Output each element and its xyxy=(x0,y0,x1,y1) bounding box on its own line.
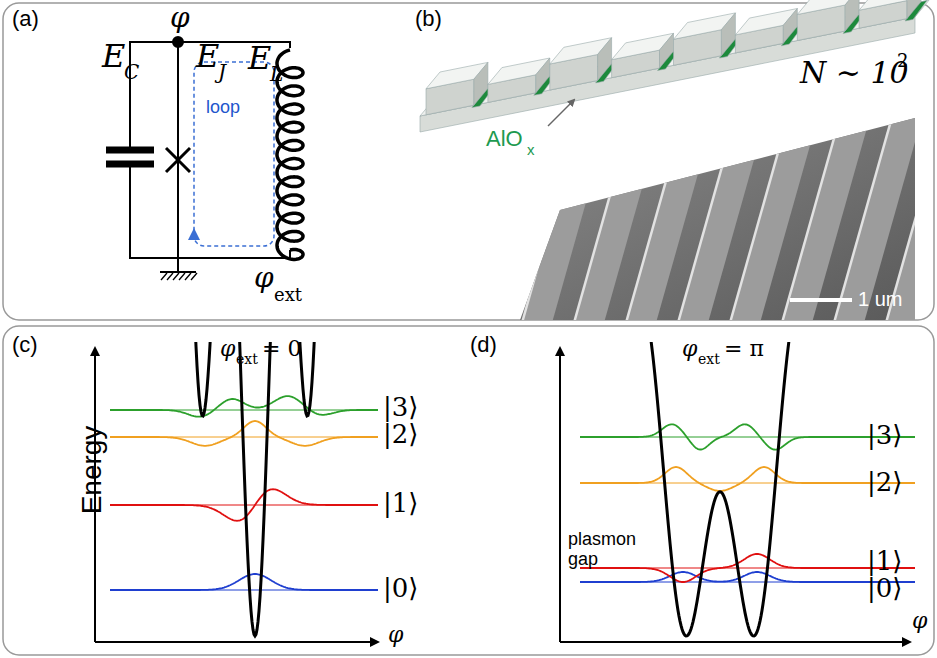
label: φ xyxy=(220,338,235,360)
label: |1⟩ xyxy=(383,490,418,516)
render-face xyxy=(420,17,915,132)
label: (a) xyxy=(12,8,39,30)
label: φ xyxy=(170,4,190,32)
label: |2⟩ xyxy=(383,421,418,447)
potential-curve xyxy=(110,342,395,636)
axes xyxy=(95,348,910,642)
label: N ∼ 10 xyxy=(800,58,909,88)
render-face xyxy=(783,9,797,44)
sem-edge xyxy=(624,110,686,330)
label: AlO xyxy=(486,128,523,150)
stroke xyxy=(179,273,185,280)
potential-curve xyxy=(580,342,860,636)
label: φ xyxy=(912,610,927,632)
junction-array-render xyxy=(420,0,929,132)
sem-edge xyxy=(676,110,738,330)
sem-edge xyxy=(520,110,582,330)
stroke xyxy=(167,273,173,280)
render-face xyxy=(536,58,550,93)
wavefunction xyxy=(580,467,915,491)
sem-ridge xyxy=(936,110,937,330)
label: C xyxy=(124,62,139,82)
render-face xyxy=(845,0,859,31)
label: φ xyxy=(388,624,403,646)
render-face xyxy=(660,33,674,68)
label: E xyxy=(196,40,219,72)
label: Energy xyxy=(78,425,106,514)
render-face xyxy=(598,38,612,81)
label: φ xyxy=(254,264,274,292)
label: J xyxy=(218,62,226,82)
scale-bar xyxy=(790,298,852,302)
label: |2⟩ xyxy=(867,469,902,495)
label: x xyxy=(527,142,535,157)
sem-edge xyxy=(728,110,790,330)
sem-ridges xyxy=(520,110,937,330)
label: |0⟩ xyxy=(867,575,902,601)
stroke xyxy=(161,273,167,280)
wavefunction xyxy=(110,396,378,417)
label: = π xyxy=(724,338,764,360)
label: 1 um xyxy=(858,289,902,309)
potential-plot xyxy=(580,342,915,636)
label: E xyxy=(102,40,125,72)
sem-edge xyxy=(780,110,842,330)
label: |3⟩ xyxy=(867,422,902,448)
wavefunction xyxy=(110,574,378,590)
sem-edge xyxy=(572,110,634,330)
render-face xyxy=(721,13,735,56)
label: (c) xyxy=(12,334,38,356)
label: (b) xyxy=(415,8,442,30)
label: (d) xyxy=(470,334,497,356)
label: = 0 xyxy=(262,338,301,360)
stroke xyxy=(185,273,191,280)
stroke xyxy=(191,273,197,280)
label: 2 xyxy=(897,52,908,70)
stroke xyxy=(173,273,179,280)
wavefunction xyxy=(580,572,915,582)
label: ext xyxy=(236,352,258,366)
label: |0⟩ xyxy=(383,575,418,601)
circuit xyxy=(106,37,303,280)
wavefunction xyxy=(580,424,915,449)
label: φ xyxy=(682,338,697,360)
label: |3⟩ xyxy=(383,394,418,420)
wavefunction xyxy=(580,554,915,582)
potential-plot xyxy=(110,342,395,636)
label: ext xyxy=(698,352,720,366)
label: ext xyxy=(274,286,302,304)
label: E xyxy=(248,42,271,74)
panel-frame xyxy=(3,326,934,655)
label: L xyxy=(270,64,283,84)
label: loop xyxy=(206,98,240,116)
render-face xyxy=(474,62,488,105)
label: |1⟩ xyxy=(867,548,902,574)
leader-line xyxy=(548,100,574,126)
label: plasmon gap xyxy=(568,530,648,570)
sem-edge xyxy=(936,110,937,330)
render-face xyxy=(907,0,921,19)
